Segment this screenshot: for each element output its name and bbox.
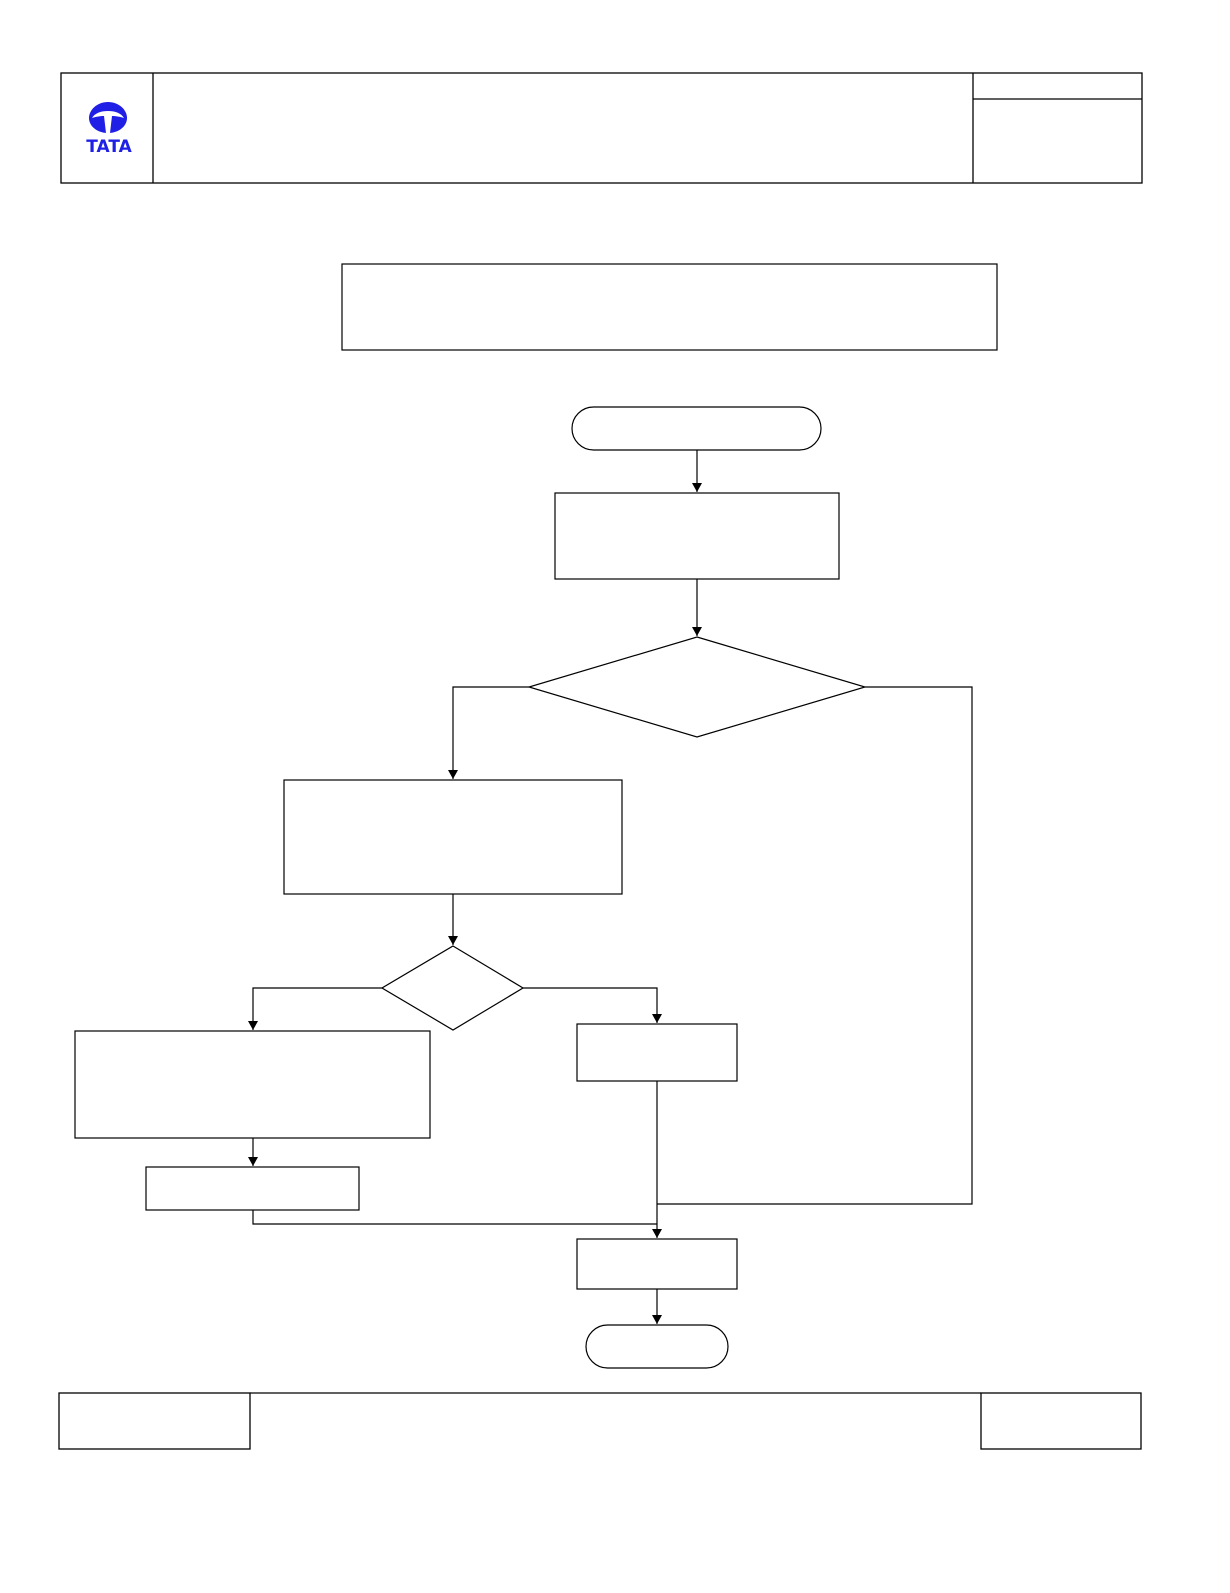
decision-2 [380, 945, 525, 1031]
footer-right-cell [980, 1392, 1142, 1450]
decision-1 [526, 636, 868, 738]
connector-left-sub-to-merge [252, 1210, 657, 1225]
connector-decision1-bypass [657, 686, 973, 1205]
process-step-2 [283, 779, 623, 895]
end-terminator [585, 1324, 729, 1369]
header-block: TATA [60, 72, 1143, 184]
connector-decision2-right [523, 987, 662, 1023]
left-branch-box [74, 1030, 431, 1139]
left-branch-sub-box [145, 1166, 360, 1211]
right-branch-box [576, 1023, 738, 1082]
footer-block [58, 1392, 1142, 1450]
flowchart-title-box [341, 263, 998, 351]
tata-logo: TATA [86, 102, 133, 157]
connector-decision1-to-step2 [448, 686, 529, 779]
merge-box [576, 1238, 738, 1290]
connector-decision2-left [248, 987, 382, 1030]
tata-t-emblem-icon [89, 102, 127, 133]
header-frame [60, 72, 1143, 184]
footer-left-cell [58, 1392, 251, 1450]
process-step-1 [554, 492, 840, 580]
start-terminator [571, 406, 822, 451]
tata-wordmark: TATA [86, 137, 132, 157]
